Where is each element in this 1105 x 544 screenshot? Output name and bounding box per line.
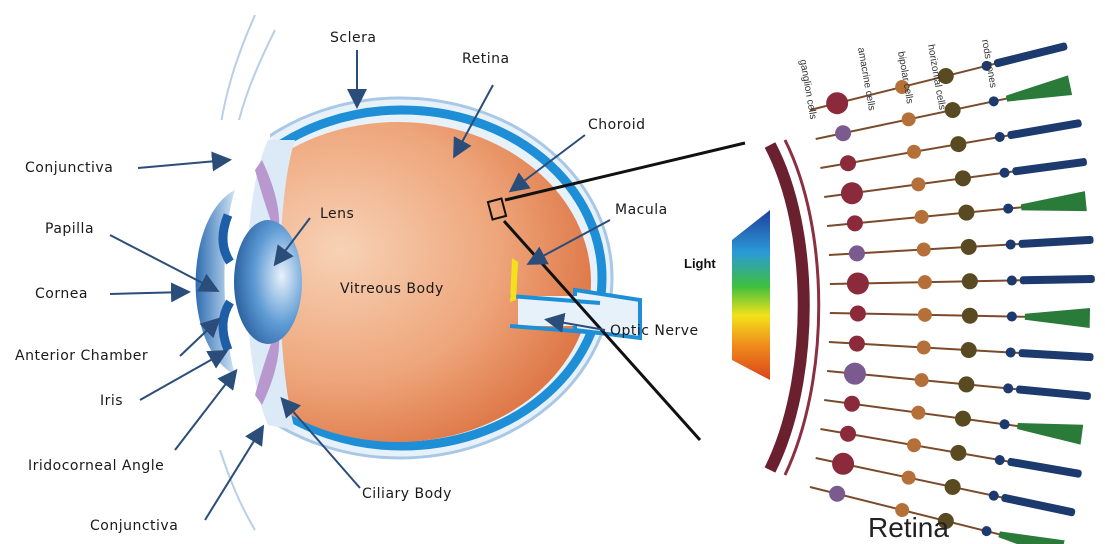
bipolar-cell	[962, 308, 978, 324]
cone-cell	[1025, 307, 1090, 328]
retina-membrane	[770, 145, 804, 470]
cell-row	[830, 303, 1090, 328]
label-choroid: Choroid	[588, 117, 646, 133]
amacrine-cell	[916, 340, 931, 355]
ganglion-cell	[839, 425, 857, 443]
cell-labels: ganglion cells amacrine cells bipolar ce…	[797, 39, 998, 121]
bipolar-cell	[949, 135, 967, 153]
bipolar-cell	[960, 238, 977, 255]
cell-row	[828, 334, 1093, 365]
ganglion-cell	[843, 362, 867, 386]
amacrine-cell	[906, 144, 922, 160]
bipolar-cell	[958, 204, 975, 221]
amacrine-cell	[914, 372, 929, 387]
photoreceptor-nucleus	[1003, 383, 1014, 394]
photoreceptor-nucleus	[1005, 239, 1016, 250]
ganglion-cell	[848, 245, 865, 262]
photoreceptor-nucleus	[1005, 347, 1016, 358]
bipolar-cell	[943, 477, 962, 496]
ganglion-cell	[846, 215, 863, 232]
amacrine-cell	[918, 275, 932, 289]
rod-cell	[1018, 349, 1093, 361]
ganglion-cell	[840, 181, 865, 206]
cell-row	[826, 360, 1092, 407]
bipolar-cell	[958, 376, 975, 393]
label-retina: Retina	[462, 51, 510, 67]
label-optic-nerve: Optic Nerve	[610, 323, 699, 339]
cone-cell	[997, 525, 1065, 544]
label-papilla: Papilla	[45, 221, 94, 237]
ganglion-cell	[824, 90, 851, 117]
ganglion-cell	[834, 124, 853, 143]
label-ciliary-body: Ciliary Body	[362, 486, 452, 502]
label-iridocorneal-angle: Iridocorneal Angle	[28, 458, 164, 474]
photoreceptor-nucleus	[1007, 311, 1017, 321]
photoreceptor-nucleus	[988, 490, 1000, 502]
label-conjunctiva-top: Conjunctiva	[25, 160, 113, 176]
label-anterior-chamber: Anterior Chamber	[15, 348, 148, 364]
amacrine-cell	[900, 469, 917, 486]
label-cornea: Cornea	[35, 286, 88, 302]
amacrine-cell	[916, 242, 931, 257]
photoreceptor-nucleus	[999, 419, 1010, 430]
amacrine-cell	[918, 308, 932, 322]
rod-cell	[1016, 385, 1091, 400]
cone-cell	[1004, 75, 1072, 108]
ganglion-cell	[848, 335, 865, 352]
label-macula: Macula	[615, 202, 668, 218]
ganglion-cell	[850, 305, 866, 321]
rod-cell	[993, 42, 1068, 68]
label-conjunctiva-bottom: Conjunctiva	[90, 518, 178, 534]
photoreceptor-nucleus	[994, 131, 1006, 143]
label-sclera: Sclera	[330, 30, 376, 46]
photoreceptor-nucleus	[981, 525, 993, 537]
retina-title: Retina	[868, 512, 949, 543]
amacrine-cell	[910, 176, 926, 192]
ganglion-cell	[847, 272, 869, 294]
amacrine-cell	[906, 437, 922, 453]
label-amacrine-cells: amacrine cells	[855, 47, 877, 112]
cone-cell	[1016, 416, 1083, 444]
bipolar-cell	[954, 410, 972, 428]
bipolar-cell	[949, 444, 967, 462]
amacrine-cell	[900, 111, 917, 128]
amacrine-cell	[910, 405, 926, 421]
cell-row	[828, 232, 1093, 263]
bipolar-cell	[962, 273, 978, 289]
retina-cells	[807, 35, 1095, 544]
amacrine-cell	[914, 209, 929, 224]
label-iris: Iris	[100, 393, 123, 409]
rod-cell	[1020, 275, 1095, 284]
label-ganglion-cells: ganglion cells	[797, 59, 818, 121]
photoreceptor-nucleus	[1007, 275, 1017, 285]
cone-cell	[1020, 191, 1087, 217]
cell-row	[826, 191, 1087, 236]
rod-cell	[1007, 457, 1082, 478]
bipolar-cell	[954, 169, 972, 187]
ganglion-cell	[827, 484, 846, 503]
rod-cell	[1012, 158, 1087, 176]
label-vitreous-body: Vitreous Body	[340, 281, 444, 297]
cell-row	[830, 268, 1095, 295]
ganglion-cell	[830, 451, 856, 477]
rod-cell	[1007, 119, 1082, 140]
rod-cell	[1018, 236, 1093, 248]
rod-cell	[1001, 493, 1076, 516]
photoreceptor-nucleus	[994, 454, 1006, 466]
eye-cross-section	[180, 15, 745, 530]
label-bipolar-cells: bipolar cells	[895, 51, 915, 105]
photoreceptor-nucleus	[1003, 203, 1014, 214]
bipolar-cell	[960, 342, 977, 359]
ganglion-cell	[843, 395, 861, 413]
lens-shape	[234, 220, 302, 344]
label-lens: Lens	[320, 206, 354, 222]
label-light: Light	[684, 256, 716, 271]
photoreceptor-nucleus	[988, 95, 1000, 107]
retina-detail: Light ganglion cells amacrine cells bipo…	[684, 35, 1095, 544]
photoreceptor-nucleus	[999, 167, 1010, 178]
ganglion-cell	[839, 154, 857, 172]
